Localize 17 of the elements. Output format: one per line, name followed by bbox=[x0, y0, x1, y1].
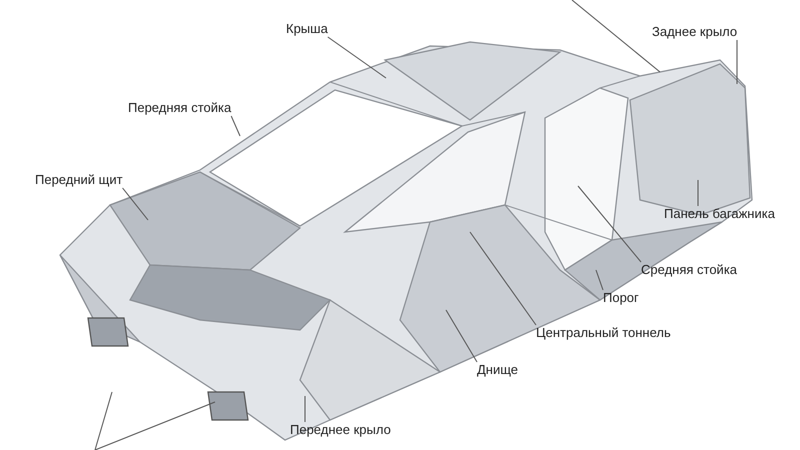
part-label: Днище bbox=[477, 362, 518, 378]
part-label: Порог bbox=[603, 290, 639, 306]
leader-line bbox=[327, 36, 386, 78]
part-label: Передний щит bbox=[35, 172, 123, 188]
leader-line bbox=[304, 396, 306, 422]
leader-line bbox=[578, 186, 642, 262]
part-label: Передняя стойка bbox=[128, 100, 232, 116]
leader-line bbox=[596, 270, 604, 290]
part-label: Панель багажника bbox=[664, 206, 775, 222]
part-label: Средняя стойка bbox=[641, 262, 738, 278]
part-label: Заднее крыло bbox=[652, 24, 738, 40]
leader-line bbox=[230, 116, 240, 136]
leader-line bbox=[470, 232, 536, 326]
leader-line bbox=[736, 40, 738, 84]
part-label: Переднее крыло bbox=[290, 422, 391, 438]
part-label: Крыша bbox=[286, 21, 328, 37]
part-label: Центральный тоннель bbox=[536, 325, 671, 341]
